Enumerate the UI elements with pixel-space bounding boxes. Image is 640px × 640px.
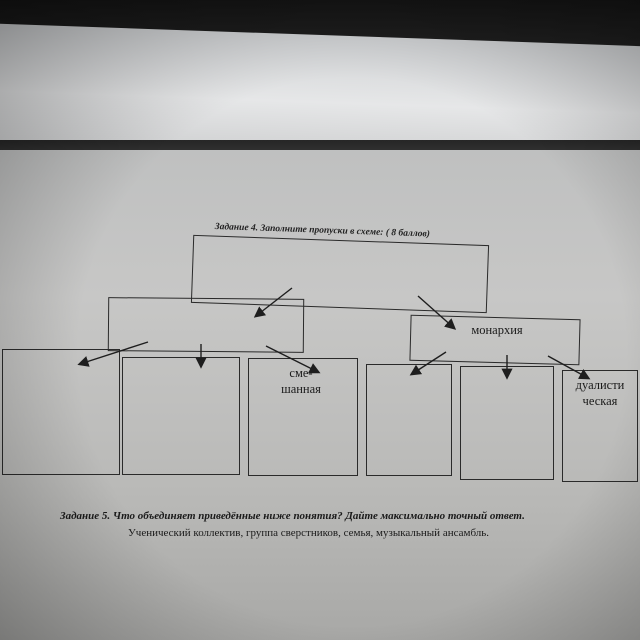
diagram-label-dualistic: дуалисти ческая [562, 378, 638, 409]
diagram-box-right-1 [366, 364, 452, 476]
diagram-label-dualistic-line2: ческая [582, 393, 618, 408]
arrow-root-to-left-mid [253, 287, 293, 318]
diagram-box-left-3 [248, 358, 358, 476]
arrow-right-mid-to-right-1 [409, 351, 447, 376]
arrow-left-mid-to-left-3 [265, 345, 321, 374]
arrow-root-to-right-mid [417, 295, 457, 330]
task5-text: Ученический коллектив, группа сверстнико… [128, 527, 490, 539]
diagram-label-mixed-line1: сме- [289, 366, 313, 380]
diagram-label-mixed: сме- шанная [268, 366, 334, 397]
diagram-label-monarchy: монархия [471, 323, 523, 337]
diagram-box-left-1 [2, 349, 120, 475]
arrow-left-mid-to-left-1 [77, 341, 149, 367]
diagram-label-mixed-line2: шанная [281, 381, 321, 396]
worksheet [0, 150, 640, 640]
arrow-right-mid-to-right-3 [547, 355, 591, 380]
diagram-box-right-3 [562, 370, 638, 482]
diagram-label-dualistic-line1: дуалисти [575, 378, 625, 392]
task5-title: Задание 5. Что объединяет приведённые ни… [60, 510, 525, 522]
diagram-box-left-2 [122, 357, 240, 475]
